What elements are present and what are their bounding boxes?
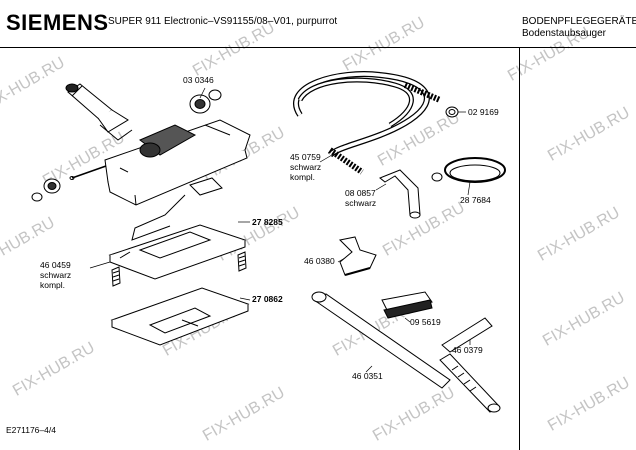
wheel-parts-drawing: [31, 89, 222, 202]
axle-pin-drawing: [69, 165, 107, 180]
part-label-460351: 46 0351: [352, 371, 383, 381]
part-label-287684: 28 7684: [460, 195, 491, 205]
part-label-278285: 27 8285: [252, 217, 283, 227]
ring-hose-drawing: [444, 157, 506, 183]
part-label-460379: 46 0379: [452, 345, 483, 355]
drawing-code: E271176–4/4: [6, 425, 56, 435]
part-note: kompl.: [40, 280, 66, 290]
telescopic-tube-drawing: [311, 291, 501, 413]
hose-nut-drawing: [445, 106, 459, 118]
part-note: schwarz: [40, 270, 72, 280]
brand-logo: SIEMENS: [6, 10, 109, 35]
part-label-080857: 08 0857 schwarz: [345, 188, 376, 208]
upholstery-nozzle-drawing: [338, 236, 377, 276]
dust-brush-drawing: [381, 291, 433, 319]
part-note: schwarz: [290, 162, 322, 172]
brush-springs-drawing: [111, 251, 247, 287]
part-label-450759: 45 0759 schwarz kompl.: [290, 152, 321, 182]
leader-lines: [89, 87, 471, 373]
side-divider: [519, 47, 520, 450]
part-note: schwarz: [345, 198, 377, 208]
model-title: SUPER 911 Electronic–VS91155/08–V01, pur…: [108, 16, 338, 27]
floor-nozzle-drawing: [104, 119, 251, 241]
hose-drawing: [293, 71, 442, 175]
category-label: BODENPFLEGEGERÄTE Bodenstaubsauger: [522, 16, 636, 40]
crevice-nozzle-drawing: [441, 317, 493, 353]
sole-plate-drawing: [108, 224, 247, 280]
part-label-270862: 27 0862: [252, 294, 283, 304]
part-note: kompl.: [290, 172, 316, 182]
header-divider: [0, 47, 636, 48]
bent-tube-drawing: [379, 169, 443, 219]
part-label-460459: 46 0459 schwarz kompl.: [40, 260, 71, 290]
part-number: 46 0459: [40, 260, 71, 270]
part-number: 08 0857: [345, 188, 376, 198]
category-line-2: Bodenstaubsauger: [522, 28, 606, 39]
part-label-029169: 02 9169: [468, 107, 499, 117]
part-number: 45 0759: [290, 152, 321, 162]
category-line-1: BODENPFLEGEGERÄTE: [522, 16, 636, 27]
part-label-030346: 03 0346: [183, 75, 214, 85]
nozzle-connector-drawing: [65, 83, 133, 141]
part-label-460380: 46 0380: [304, 256, 335, 266]
part-label-095619: 09 5619: [410, 317, 441, 327]
lower-plate-drawing: [110, 287, 250, 346]
